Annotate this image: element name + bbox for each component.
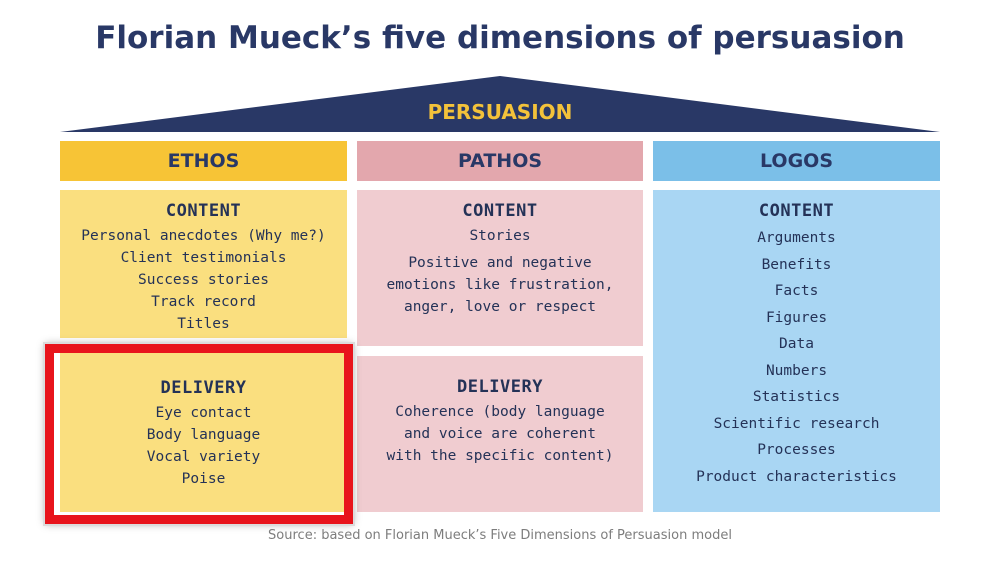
- ethos-delivery-box: DELIVERY Eye contact Body language Vocal…: [60, 350, 347, 512]
- pillar-head-pathos: PATHOS: [357, 141, 643, 181]
- pillar-head-ethos: ETHOS: [60, 141, 347, 181]
- logos-content-line: Processes: [757, 442, 836, 458]
- ethos-delivery-line: Vocal variety: [146, 449, 261, 465]
- ethos-content-box: CONTENT Personal anecdotes (Why me?) Cli…: [60, 190, 347, 338]
- logos-content-line: Data: [779, 336, 814, 352]
- ethos-content-line: Titles: [177, 316, 230, 332]
- logos-content-box: CONTENT Arguments Benefits Facts Figures…: [653, 190, 940, 512]
- ethos-content-line: Success stories: [138, 272, 269, 288]
- pathos-content-line: emotions like frustration,: [386, 277, 614, 293]
- ethos-delivery-title: DELIVERY: [160, 378, 247, 398]
- pathos-content-line: anger, love or respect: [403, 299, 597, 315]
- ethos-delivery-line: Eye contact: [155, 405, 252, 421]
- roof-label: PERSUASION: [427, 100, 573, 124]
- ethos-content-line: Client testimonials: [120, 250, 287, 266]
- logos-content-line: Numbers: [765, 362, 828, 379]
- pathos-delivery-box: DELIVERY Coherence (body language and vo…: [357, 356, 643, 512]
- logos-content-line: Statistics: [752, 389, 841, 405]
- diagram-title: Florian Mueck’s five dimensions of persu…: [95, 20, 905, 56]
- pathos-delivery-title: DELIVERY: [457, 377, 543, 397]
- ethos-content-line: Track record: [151, 294, 256, 310]
- ethos-content-line: Personal anecdotes (Why me?): [81, 228, 326, 244]
- pathos-content-line: Stories: [469, 228, 531, 244]
- ethos-delivery-highlight-frame: [43, 342, 355, 526]
- pathos-content-line: Positive and negative: [408, 255, 592, 271]
- source-caption: Source: based on Florian Mueck’s Five Di…: [268, 528, 732, 543]
- pathos-content-box: CONTENT Stories Positive and negative em…: [357, 190, 643, 346]
- pathos-content-title: CONTENT: [462, 201, 538, 221]
- pillar-head-logos: LOGOS: [653, 141, 940, 181]
- logos-content-line: Benefits: [761, 256, 832, 273]
- pathos-delivery-line: Coherence (body language: [395, 404, 605, 420]
- logos-content-title: CONTENT: [758, 201, 835, 221]
- logos-content-line: Figures: [765, 309, 828, 326]
- logos-content-line: Arguments: [757, 230, 836, 246]
- ethos-delivery-line: Poise: [181, 471, 226, 487]
- ethos-delivery-line: Body language: [146, 427, 261, 443]
- ethos-content-title: CONTENT: [165, 201, 242, 221]
- pathos-delivery-line: and voice are coherent: [403, 426, 597, 442]
- logos-content-line: Scientific research: [713, 415, 880, 432]
- logos-content-line: Product characteristics: [696, 468, 897, 485]
- pathos-delivery-line: with the specific content): [386, 448, 614, 464]
- logos-content-line: Facts: [774, 283, 819, 299]
